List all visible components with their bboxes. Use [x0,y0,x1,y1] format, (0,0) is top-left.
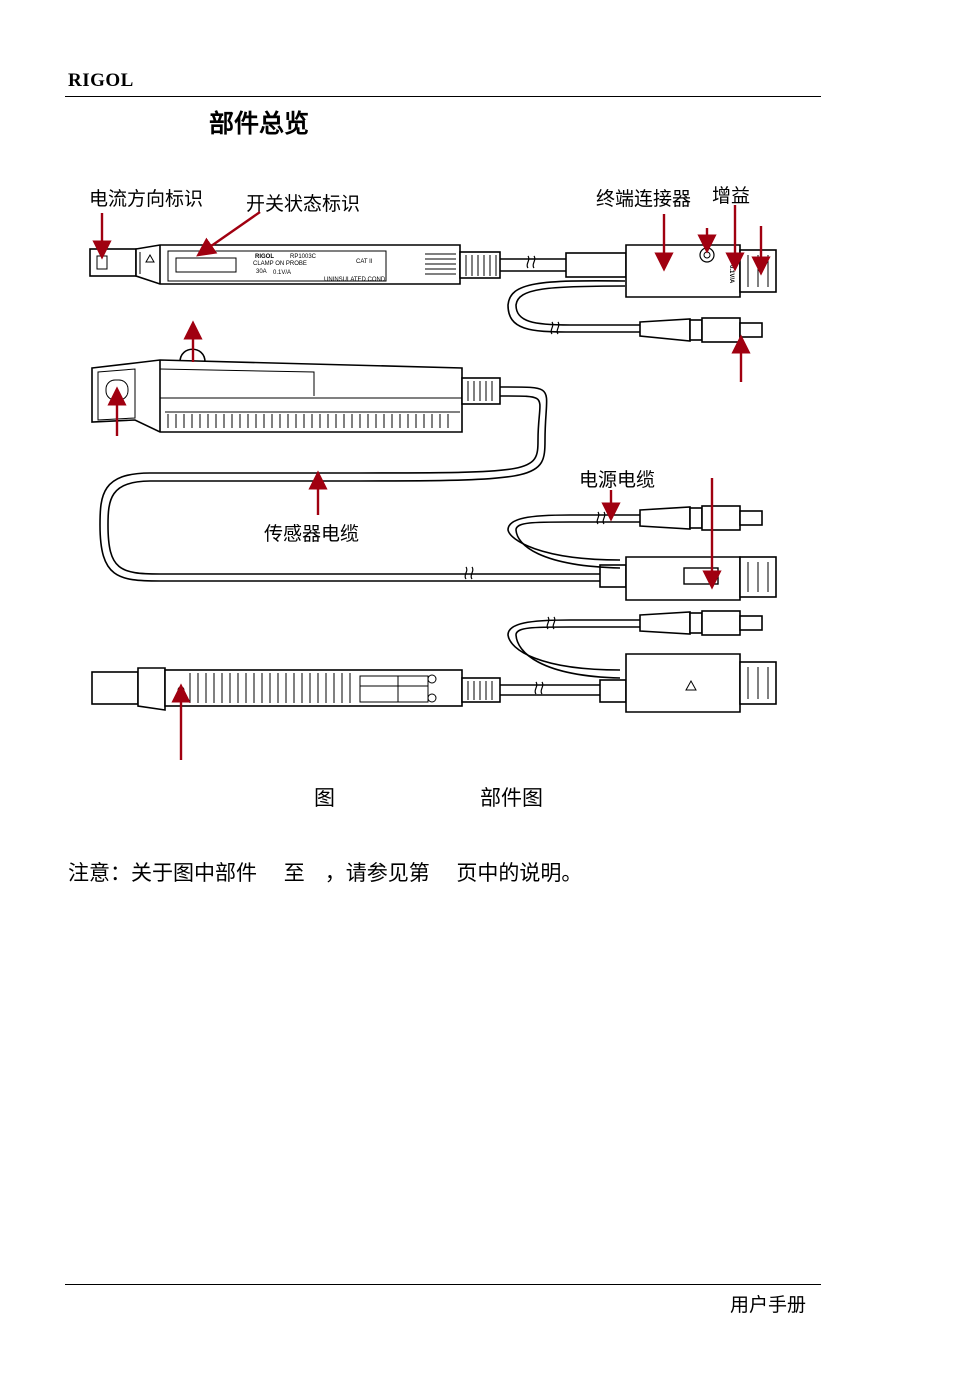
probe-bottom-view [91,610,777,713]
probe-model-mark: RP1003C [290,254,317,260]
brand-logo: RIGOL [68,70,134,91]
figure-caption: 部件图 [480,786,543,810]
probe-current-mark: 30A [256,269,267,275]
callout-arrows [92,205,771,760]
middle-probe-ridges [165,381,493,428]
label-power-cable: 电源电缆 [579,469,656,491]
probe-clamp-mark: CLAMP ON PROBE [253,261,307,267]
top-probe-ridges [425,253,497,276]
probe-brand-mark: RIGOL [255,254,274,260]
footer-rule [65,1284,821,1285]
label-current-direction: 电流方向标识 [89,188,204,210]
section-title: 部件总览 [209,109,310,138]
header-rule [65,96,821,97]
probe-uninsulated-mark: UNINSULATED COND. [324,277,387,283]
note-paragraph: 注意：关于图中部件 至 ，请参见第 页中的说明。 [68,861,583,885]
label-switch-status: 开关状态标识 [246,193,361,215]
label-terminal-connector: 终端连接器 [596,188,692,210]
footer-text: 用户手册 [730,1294,807,1316]
label-gain: 增益 [712,185,751,207]
probe-top-view [89,244,777,343]
figure-caption-prefix: 图 [314,786,335,810]
gain-mark: 0.1V/A [728,265,734,284]
probe-cat-mark: CAT II [356,259,373,265]
probe-middle-view [91,348,777,601]
bottom-probe-ridges [189,673,493,703]
label-sensor-cable: 传感器电缆 [264,523,360,545]
probe-ratio-mark: 0.1V/A [273,270,291,276]
